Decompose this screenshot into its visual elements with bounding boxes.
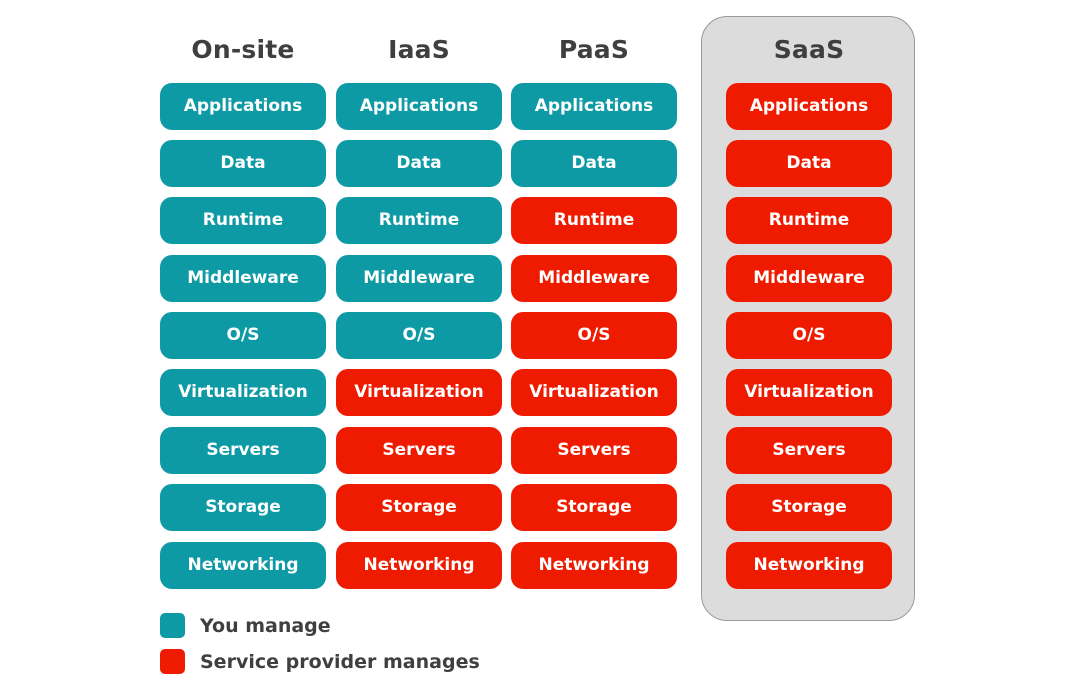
layer-o-s-iaas: O/S	[336, 312, 502, 359]
layer-runtime-iaas: Runtime	[336, 197, 502, 244]
layer-storage-iaas: Storage	[336, 484, 502, 531]
layer-servers-on-site: Servers	[160, 427, 326, 474]
layer-runtime-saas: Runtime	[726, 197, 892, 244]
layer-storage-on-site: Storage	[160, 484, 326, 531]
layer-virtualization-paas: Virtualization	[511, 369, 677, 416]
layer-data-paas: Data	[511, 140, 677, 187]
layer-virtualization-iaas: Virtualization	[336, 369, 502, 416]
layer-servers-iaas: Servers	[336, 427, 502, 474]
legend-provider-manages-swatch	[160, 649, 185, 674]
layer-applications-paas: Applications	[511, 83, 677, 130]
layer-data-saas: Data	[726, 140, 892, 187]
layer-applications-iaas: Applications	[336, 83, 502, 130]
layer-o-s-paas: O/S	[511, 312, 677, 359]
layer-data-on-site: Data	[160, 140, 326, 187]
layer-middleware-on-site: Middleware	[160, 255, 326, 302]
layer-networking-paas: Networking	[511, 542, 677, 589]
layer-o-s-saas: O/S	[726, 312, 892, 359]
layer-runtime-on-site: Runtime	[160, 197, 326, 244]
legend-you-manage-label: You manage	[200, 615, 331, 637]
layer-runtime-paas: Runtime	[511, 197, 677, 244]
column-header-saas: SaaS	[773, 35, 845, 64]
layer-networking-iaas: Networking	[336, 542, 502, 589]
layer-middleware-iaas: Middleware	[336, 255, 502, 302]
layer-applications-on-site: Applications	[160, 83, 326, 130]
layer-storage-saas: Storage	[726, 484, 892, 531]
layer-data-iaas: Data	[336, 140, 502, 187]
layer-servers-saas: Servers	[726, 427, 892, 474]
column-header-on-site: On-site	[191, 35, 295, 64]
layer-virtualization-saas: Virtualization	[726, 369, 892, 416]
layer-middleware-saas: Middleware	[726, 255, 892, 302]
layer-applications-saas: Applications	[726, 83, 892, 130]
layer-storage-paas: Storage	[511, 484, 677, 531]
column-header-iaas: IaaS	[388, 35, 450, 64]
layer-virtualization-on-site: Virtualization	[160, 369, 326, 416]
column-header-paas: PaaS	[558, 35, 630, 64]
layer-servers-paas: Servers	[511, 427, 677, 474]
legend-provider-manages-label: Service provider manages	[200, 651, 480, 673]
layer-networking-saas: Networking	[726, 542, 892, 589]
legend-you-manage-swatch	[160, 613, 185, 638]
layer-o-s-on-site: O/S	[160, 312, 326, 359]
layer-middleware-paas: Middleware	[511, 255, 677, 302]
layer-networking-on-site: Networking	[160, 542, 326, 589]
